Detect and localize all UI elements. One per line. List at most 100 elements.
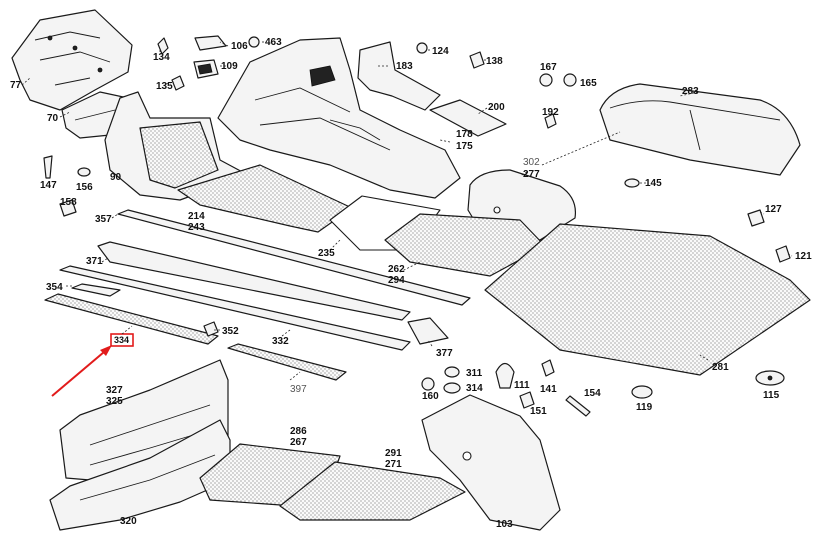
label-103: 103 bbox=[496, 519, 513, 530]
label-214: 214 bbox=[188, 211, 205, 222]
label-294: 294 bbox=[388, 275, 405, 286]
part-377-bracket bbox=[407, 317, 449, 345]
label-283: 283 bbox=[682, 86, 699, 97]
label-357: 357 bbox=[95, 214, 112, 225]
part-291-271-carpet bbox=[279, 461, 466, 521]
part-397-strip bbox=[227, 343, 347, 381]
part-141-clip bbox=[541, 359, 555, 377]
label-165: 165 bbox=[580, 78, 597, 89]
part-354-strip bbox=[71, 283, 121, 297]
label-314: 314 bbox=[466, 383, 483, 394]
label-377: 377 bbox=[436, 348, 453, 359]
label-127: 127 bbox=[765, 204, 782, 215]
label-111: 111 bbox=[514, 380, 530, 391]
part-283-rear-cover bbox=[599, 83, 801, 176]
part-334-sill-plate bbox=[44, 293, 219, 345]
part-77-firewall-insulation bbox=[11, 9, 133, 111]
part-109-bracket bbox=[193, 59, 219, 79]
label-286: 286 bbox=[290, 426, 307, 437]
part-147-screw bbox=[43, 155, 53, 179]
label-327: 327 bbox=[106, 385, 123, 396]
part-135-clip bbox=[171, 75, 185, 91]
label-235: 235 bbox=[318, 248, 335, 259]
part-352-clip bbox=[203, 321, 219, 337]
part-156-grommet bbox=[77, 167, 91, 177]
part-127-clip bbox=[747, 209, 765, 227]
part-311-grommet bbox=[444, 366, 460, 378]
label-200: 200 bbox=[488, 102, 505, 113]
label-332: 332 bbox=[272, 336, 289, 347]
label-70: 70 bbox=[47, 113, 59, 124]
highlight-callout-334: 334 bbox=[51, 325, 134, 397]
part-357-sill bbox=[117, 209, 471, 306]
label-106: 106 bbox=[231, 41, 248, 52]
part-200-plate bbox=[429, 99, 507, 137]
part-labels: 77 70 134 135 106 109 463 183 124 138 16… bbox=[10, 37, 812, 530]
red-arrow bbox=[51, 351, 105, 397]
part-121-clip bbox=[775, 245, 791, 263]
label-277: 277 bbox=[523, 169, 540, 180]
label-158: 158 bbox=[60, 197, 77, 208]
label-134: 134 bbox=[153, 52, 170, 63]
part-463-grommet bbox=[248, 36, 260, 48]
label-354: 354 bbox=[46, 282, 63, 293]
part-138-clip bbox=[469, 51, 485, 69]
leader-lines bbox=[21, 41, 793, 381]
part-183-console-bracket bbox=[357, 41, 441, 111]
part-160-grommet bbox=[421, 377, 435, 391]
label-109: 109 bbox=[221, 61, 238, 72]
red-arrowhead bbox=[100, 345, 112, 356]
label-183: 183 bbox=[396, 61, 413, 72]
part-119-grommet bbox=[631, 385, 653, 399]
label-302: 302 bbox=[523, 157, 540, 168]
label-325: 325 bbox=[106, 396, 123, 407]
label-154: 154 bbox=[584, 388, 601, 399]
label-160: 160 bbox=[422, 391, 439, 402]
label-115: 115 bbox=[763, 390, 780, 401]
label-267: 267 bbox=[290, 437, 307, 448]
part-115-plate bbox=[755, 370, 785, 386]
part-371-sill bbox=[97, 241, 411, 321]
part-103-wheel-mat bbox=[421, 394, 561, 531]
label-243: 243 bbox=[188, 222, 205, 233]
part-151-clip bbox=[519, 391, 535, 409]
label-320: 320 bbox=[120, 516, 137, 527]
part-tunnel-cover bbox=[217, 37, 461, 199]
part-158-clip bbox=[59, 199, 77, 217]
part-165-grommet bbox=[563, 73, 577, 87]
part-192-clip bbox=[544, 113, 557, 129]
label-262: 262 bbox=[388, 264, 405, 275]
label-77: 77 bbox=[10, 80, 22, 91]
label-124: 124 bbox=[432, 46, 449, 57]
label-463: 463 bbox=[265, 37, 282, 48]
label-151: 151 bbox=[530, 406, 547, 417]
part-281-rear-mat bbox=[484, 223, 811, 376]
label-147: 147 bbox=[40, 180, 57, 191]
label-291: 291 bbox=[385, 448, 402, 459]
label-192: 192 bbox=[542, 107, 559, 118]
label-138: 138 bbox=[486, 56, 503, 67]
label-371: 371 bbox=[86, 256, 103, 267]
part-90-footwell-mat bbox=[104, 91, 249, 201]
part-154-clip bbox=[565, 395, 591, 417]
label-141: 141 bbox=[540, 384, 557, 395]
label-156: 156 bbox=[76, 182, 93, 193]
label-271: 271 bbox=[385, 459, 402, 470]
label-334: 334 bbox=[114, 335, 129, 345]
label-178: 178 bbox=[456, 129, 473, 140]
part-111-cap bbox=[495, 362, 515, 389]
label-397: 397 bbox=[290, 384, 307, 395]
label-119: 119 bbox=[636, 402, 653, 413]
part-106-pad bbox=[194, 35, 227, 51]
label-145: 145 bbox=[645, 178, 662, 189]
label-135: 135 bbox=[156, 81, 173, 92]
label-175: 175 bbox=[456, 141, 473, 152]
label-90: 90 bbox=[110, 172, 122, 183]
part-167-grommet bbox=[539, 73, 553, 87]
label-121: 121 bbox=[795, 251, 812, 262]
label-311: 311 bbox=[466, 368, 483, 379]
part-332-sill bbox=[59, 265, 411, 351]
part-214-243-front-carpet bbox=[177, 164, 353, 233]
